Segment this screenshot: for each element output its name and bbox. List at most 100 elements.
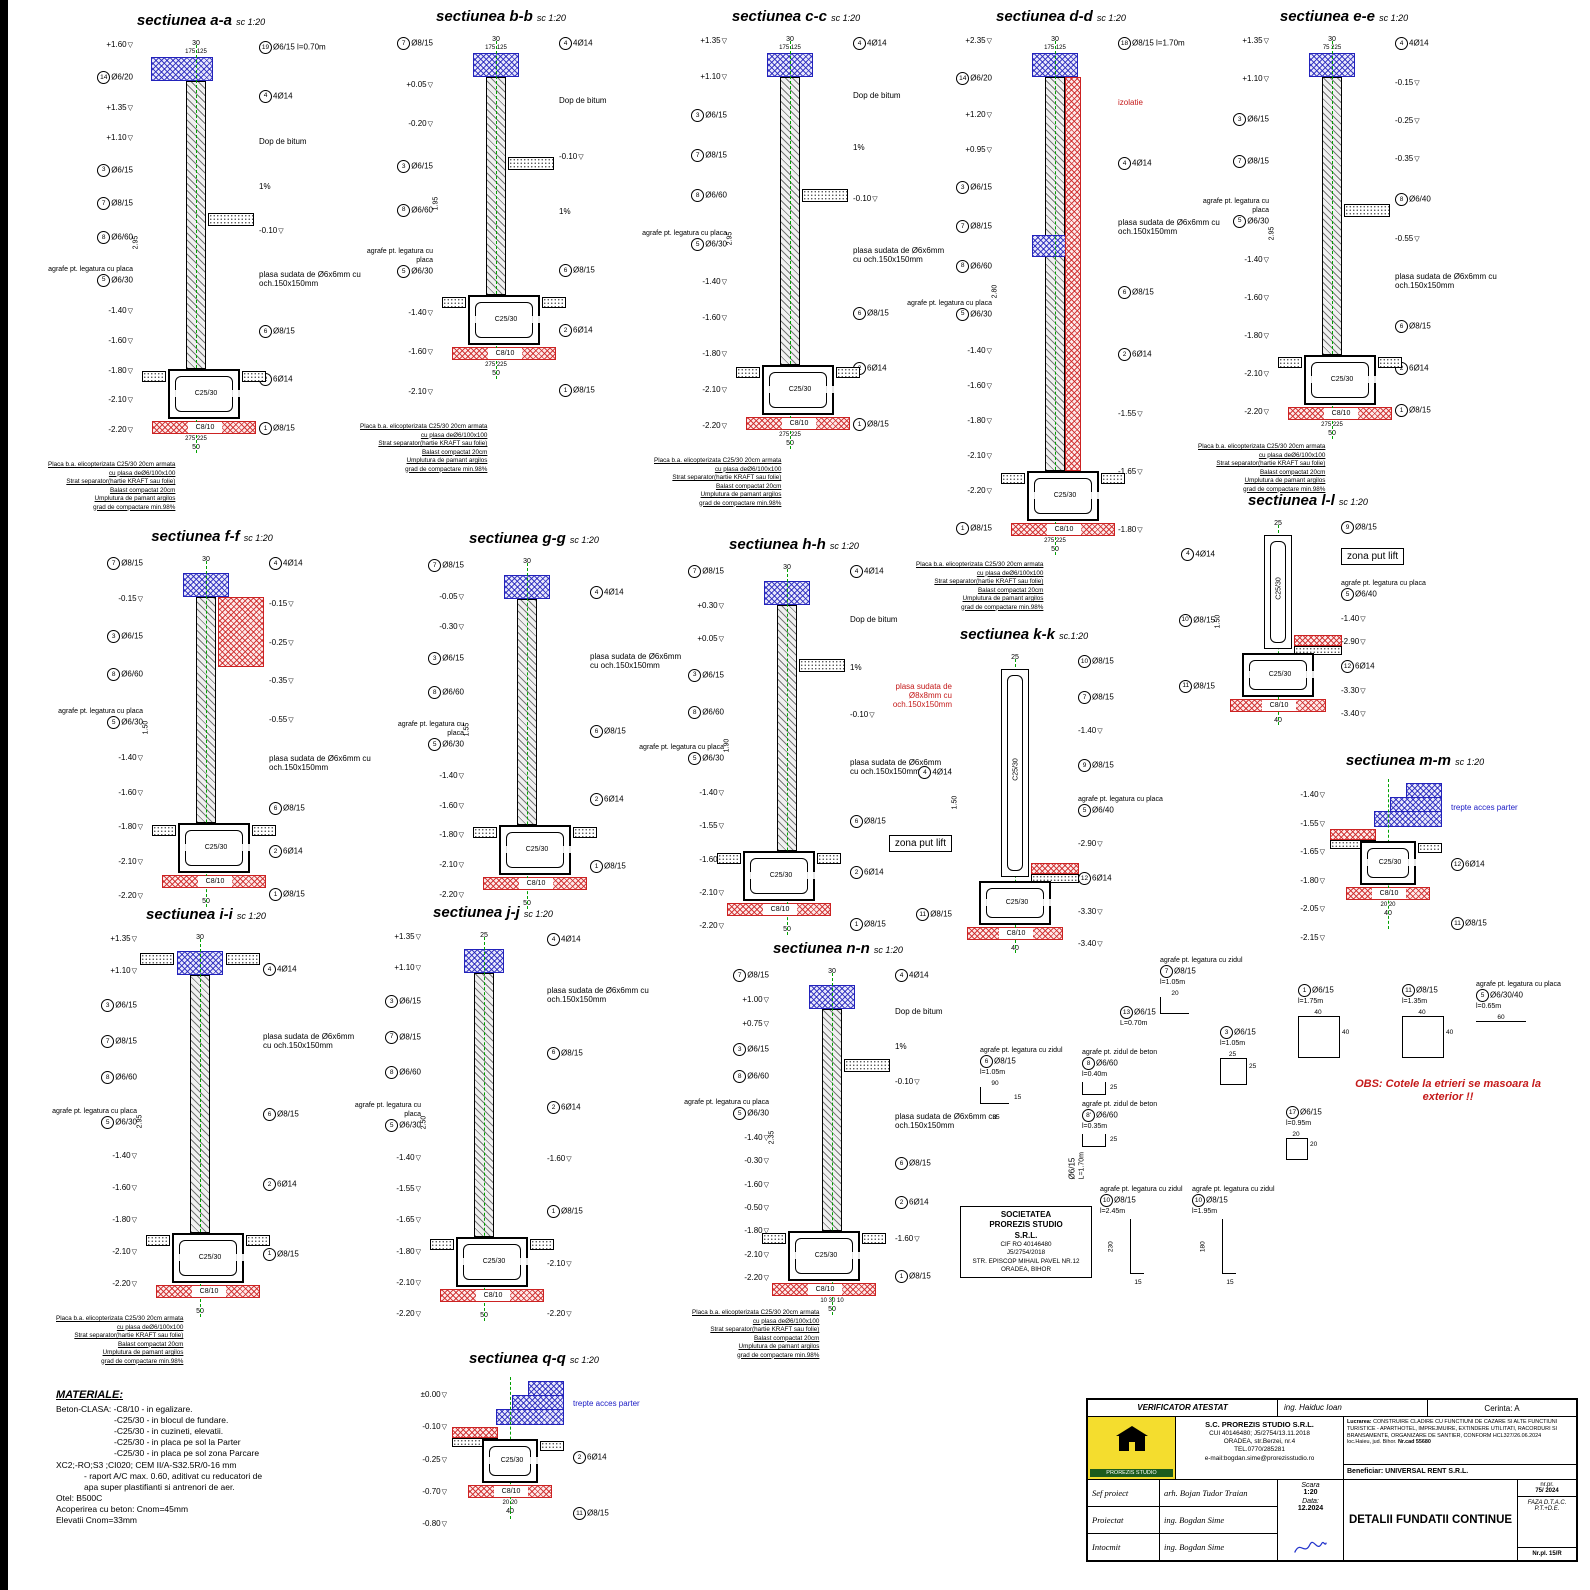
elevation-label: -1.65▽: [1300, 847, 1325, 857]
data-label: Data:: [1302, 1498, 1319, 1505]
ballast-strip: [1101, 473, 1125, 484]
footing: C25/30: [743, 851, 817, 901]
footing-label: C25/30: [1244, 671, 1316, 678]
floor-slab-red: [1294, 635, 1342, 646]
elevation-label: -2.20▽: [396, 1308, 421, 1318]
elevation-label: -2.20▽: [967, 485, 992, 495]
elevation-marker-icon: ▽: [986, 38, 992, 45]
elevation-label: -0.55▽: [1395, 234, 1420, 244]
column-cap: [151, 57, 213, 81]
note-line: Umplutura de pamant argilos: [406, 457, 488, 464]
materiale-line: Acoperirea cu beton: Cnom=45mm: [56, 1503, 189, 1514]
elevation-label: -2.20▽: [439, 889, 464, 899]
annotation-label: trepte acces parter: [573, 1399, 640, 1409]
elevation-label: -1.65▽: [396, 1215, 421, 1225]
signature-scribble: [1294, 1541, 1327, 1553]
footing: C25/30: [499, 825, 573, 875]
elevation-marker-icon: ▽: [763, 1135, 769, 1143]
annotation-label: plasa sudata de Ø6x6mm cu och.150x150mm: [895, 1111, 997, 1130]
stamp-line: SOCIETATEA: [1000, 1210, 1052, 1219]
elevation-label: -1.80▽: [396, 1246, 421, 1256]
elevation-label: -2.20▽: [744, 1272, 769, 1282]
elevation-marker-icon: ▽: [415, 1248, 421, 1256]
bar-dim: 15: [1014, 1093, 1022, 1101]
note-line: grad de compactare min.98%: [699, 499, 782, 507]
dim-top: 25: [1274, 520, 1282, 527]
elevation-marker-icon: ▽: [131, 1280, 137, 1288]
elevation-label: -1.80▽: [1300, 875, 1325, 885]
centerline: [196, 45, 197, 453]
note-line: grad de compactare min.98%: [93, 503, 176, 511]
dim-bottom: 40: [1011, 945, 1019, 952]
location-text: loc.Haieu, jud. Bihor.: [1347, 1439, 1397, 1446]
elevation-label: -1.80▽: [702, 349, 727, 359]
company-address: ORADEA, str.Berzei, nr.4: [1223, 1438, 1296, 1446]
elevation-label: -2.10▽: [112, 1247, 137, 1256]
elevation-label: -2.20▽: [699, 921, 724, 931]
elevation-label: -1.60▽: [1244, 293, 1269, 303]
materiale-line: Elevatii Cnom=33mm: [56, 1514, 138, 1525]
note-line: Placa b.a. elicopterizata C25/30 20cm ar…: [48, 461, 176, 468]
obs-note: OBS: Cotele la etrieri se masoara la ext…: [1338, 1078, 1558, 1104]
elevation-marker-icon: ▽: [458, 593, 464, 601]
elevation-marker-icon: ▽: [721, 279, 727, 287]
note-line: Balast compactat 20cm: [977, 586, 1044, 594]
elevation-label: -2.20▽: [547, 1309, 572, 1318]
elevation-label: +1.60▽: [106, 40, 133, 49]
elevation-label: -3.40▽: [1341, 709, 1366, 719]
elevation-label: -0.10▽: [895, 1077, 920, 1086]
dim-bottom: 50: [480, 1312, 488, 1319]
annotation-label: plasa sudata de Ø6x6mm cu och.150x150mm: [590, 652, 682, 671]
beneficiar-name: UNIVERSAL RENT S.R.L.: [1385, 1468, 1469, 1475]
base-label: C8/10: [188, 422, 222, 433]
elevation-label: -1.60▽: [108, 335, 133, 345]
base-label: C8/10: [1372, 888, 1406, 899]
centerline: [790, 41, 791, 449]
izolatie-hatch: [1065, 77, 1081, 471]
footing-label: C25/30: [745, 872, 817, 879]
elevation-marker-icon: ▽: [415, 1186, 421, 1194]
elevation-marker-icon: ▽: [415, 1310, 421, 1318]
base-strip: C8/10: [152, 421, 256, 434]
note-line: cu plasa deØ6/100x100: [116, 1323, 184, 1331]
u-bar: [1082, 1133, 1106, 1147]
dim-bottom: 50: [786, 440, 794, 447]
elevation-label: +1.10▽: [1242, 73, 1269, 83]
elevation-label: -1.40▽: [439, 770, 464, 780]
obs-text: Cotele la etrieri se masoara la exterior…: [1385, 1078, 1541, 1104]
verificator-label: VERIFICATOR ATESTAT: [1088, 1400, 1278, 1416]
bar-shape: 25: [1082, 1081, 1184, 1095]
elevation-label: -1.60▽: [702, 313, 727, 323]
elevation-marker-icon: ▽: [721, 387, 727, 394]
annotation-label: 1%: [895, 1042, 907, 1052]
stamp-line: CIF RO 40146480: [1000, 1241, 1052, 1249]
ballast-strip: [573, 827, 597, 838]
dim-bottom2: 20 20: [1380, 902, 1396, 908]
